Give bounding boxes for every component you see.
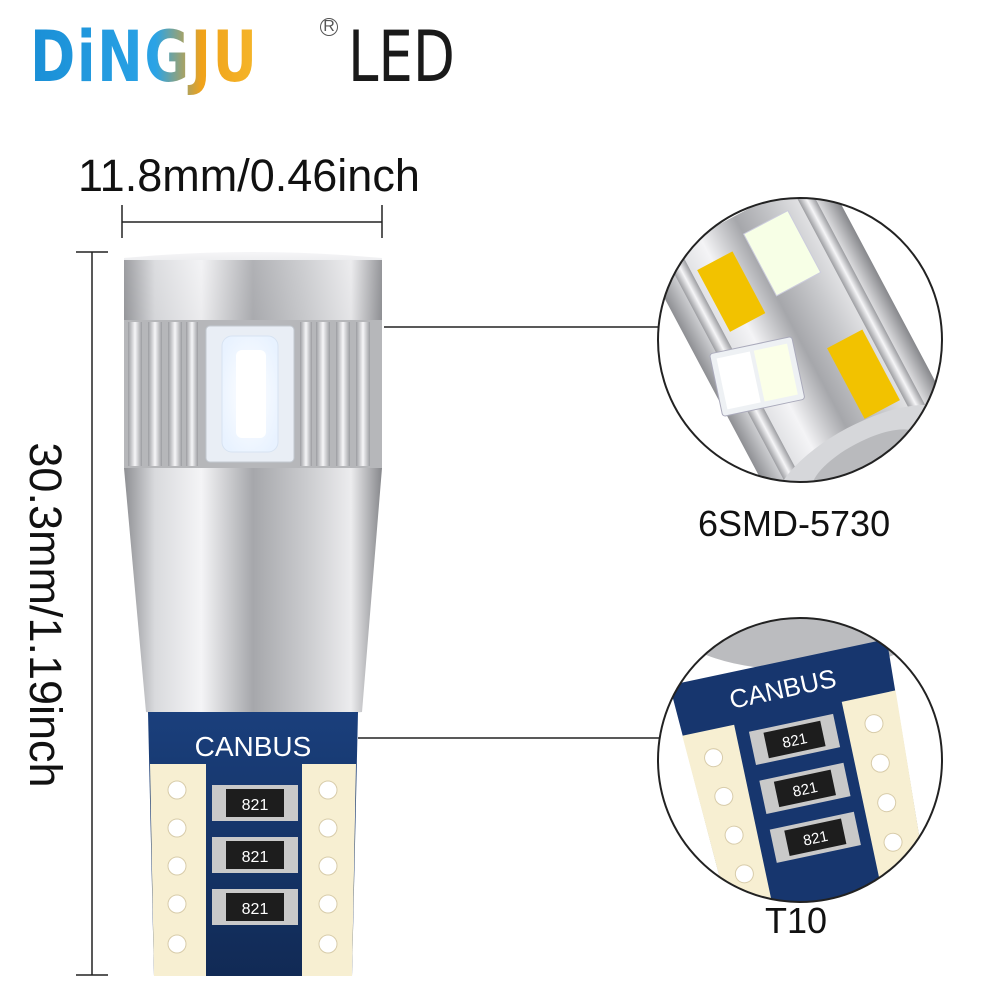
- base-type-label: T10: [765, 900, 828, 941]
- resistor-2: [212, 837, 298, 873]
- resistor-code-1: 821: [242, 797, 269, 814]
- led-closeup: [657, 197, 943, 483]
- logo-brand-text: DiNGJU: [30, 16, 259, 98]
- resistor-code-3: 821: [242, 901, 269, 918]
- registered-mark: R: [320, 18, 338, 36]
- smd-led-chip: [205, 325, 295, 463]
- width-dimension-line: [121, 205, 383, 238]
- canbus-label: CANBUS: [195, 731, 312, 762]
- base-closeup: CANBUS 821 821 821: [657, 617, 943, 903]
- closeup-resistor-code-1: 821: [781, 730, 809, 752]
- resistor-code-2: 821: [242, 849, 269, 866]
- resistor-1: [212, 785, 298, 821]
- led-type-label: 6SMD-5730: [698, 503, 891, 544]
- logo-led-text: LED: [348, 16, 455, 98]
- heatsink-ridges: [128, 322, 370, 466]
- closeup-resistor-code-2: 821: [791, 779, 819, 801]
- width-dimension-label: 11.8mm/0.46inch: [78, 150, 420, 201]
- pcb-base: CANBUS 821 821 821: [148, 712, 358, 976]
- bulb-head: [124, 252, 382, 719]
- resistor-3: [212, 889, 298, 925]
- brand-logo: DiNGJU R LED: [30, 16, 455, 98]
- closeup-resistor-code-3: 821: [802, 828, 830, 850]
- height-dimension-line: [76, 251, 108, 976]
